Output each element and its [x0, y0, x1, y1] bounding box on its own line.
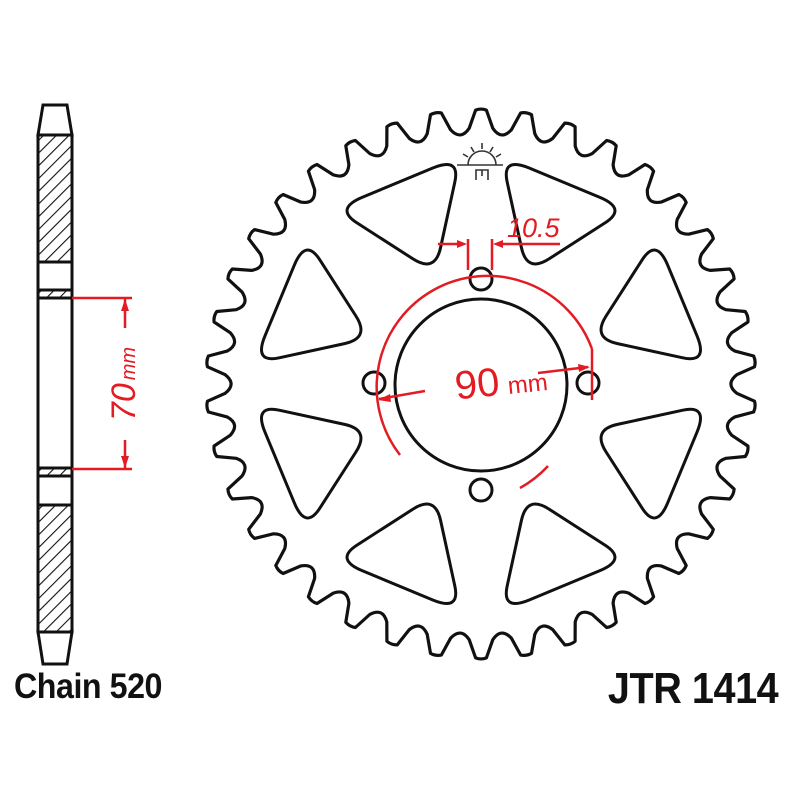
- cutout-1: [504, 163, 617, 266]
- cutout-4: [504, 502, 617, 605]
- cutout-3: [599, 407, 702, 520]
- cutout-7: [260, 248, 363, 361]
- profile-hub: [36, 296, 74, 470]
- sprocket-teeth-outline: [205, 107, 757, 661]
- profile-bottom-cap: [36, 630, 74, 666]
- part-number-label: JTR 1414: [607, 664, 779, 713]
- profile-bottom-hatch: [36, 503, 74, 634]
- profile-top-cap: [36, 103, 74, 137]
- offset-dimension: 70mm: [72, 296, 143, 471]
- sprocket-front-view: [205, 107, 757, 661]
- profile-bottom-gap: [36, 474, 74, 507]
- lightening-cutouts: [260, 163, 702, 605]
- bolt-hole-right: [575, 370, 601, 396]
- offset-dimension-text: 70mm: [105, 347, 143, 421]
- bolt-hole-bottom: [468, 477, 494, 503]
- cutout-5: [345, 502, 458, 605]
- spoke-gap-dimension: 10.5: [438, 213, 561, 270]
- profile-top-gap: [36, 260, 74, 292]
- cutout-8: [345, 163, 458, 266]
- bolt-hole-top: [468, 266, 494, 292]
- chain-size-label: Chain 520: [14, 667, 162, 706]
- profile-top-hatch: [36, 133, 74, 264]
- center-bore: [393, 297, 569, 473]
- spoke-gap-dimension-text: 10.5: [507, 213, 561, 243]
- cutout-6: [260, 407, 363, 520]
- bolt-hole-left: [361, 370, 387, 396]
- side-profile-view: [36, 103, 74, 666]
- sunrise-logo-icon: [457, 143, 503, 180]
- cutout-2: [599, 248, 702, 361]
